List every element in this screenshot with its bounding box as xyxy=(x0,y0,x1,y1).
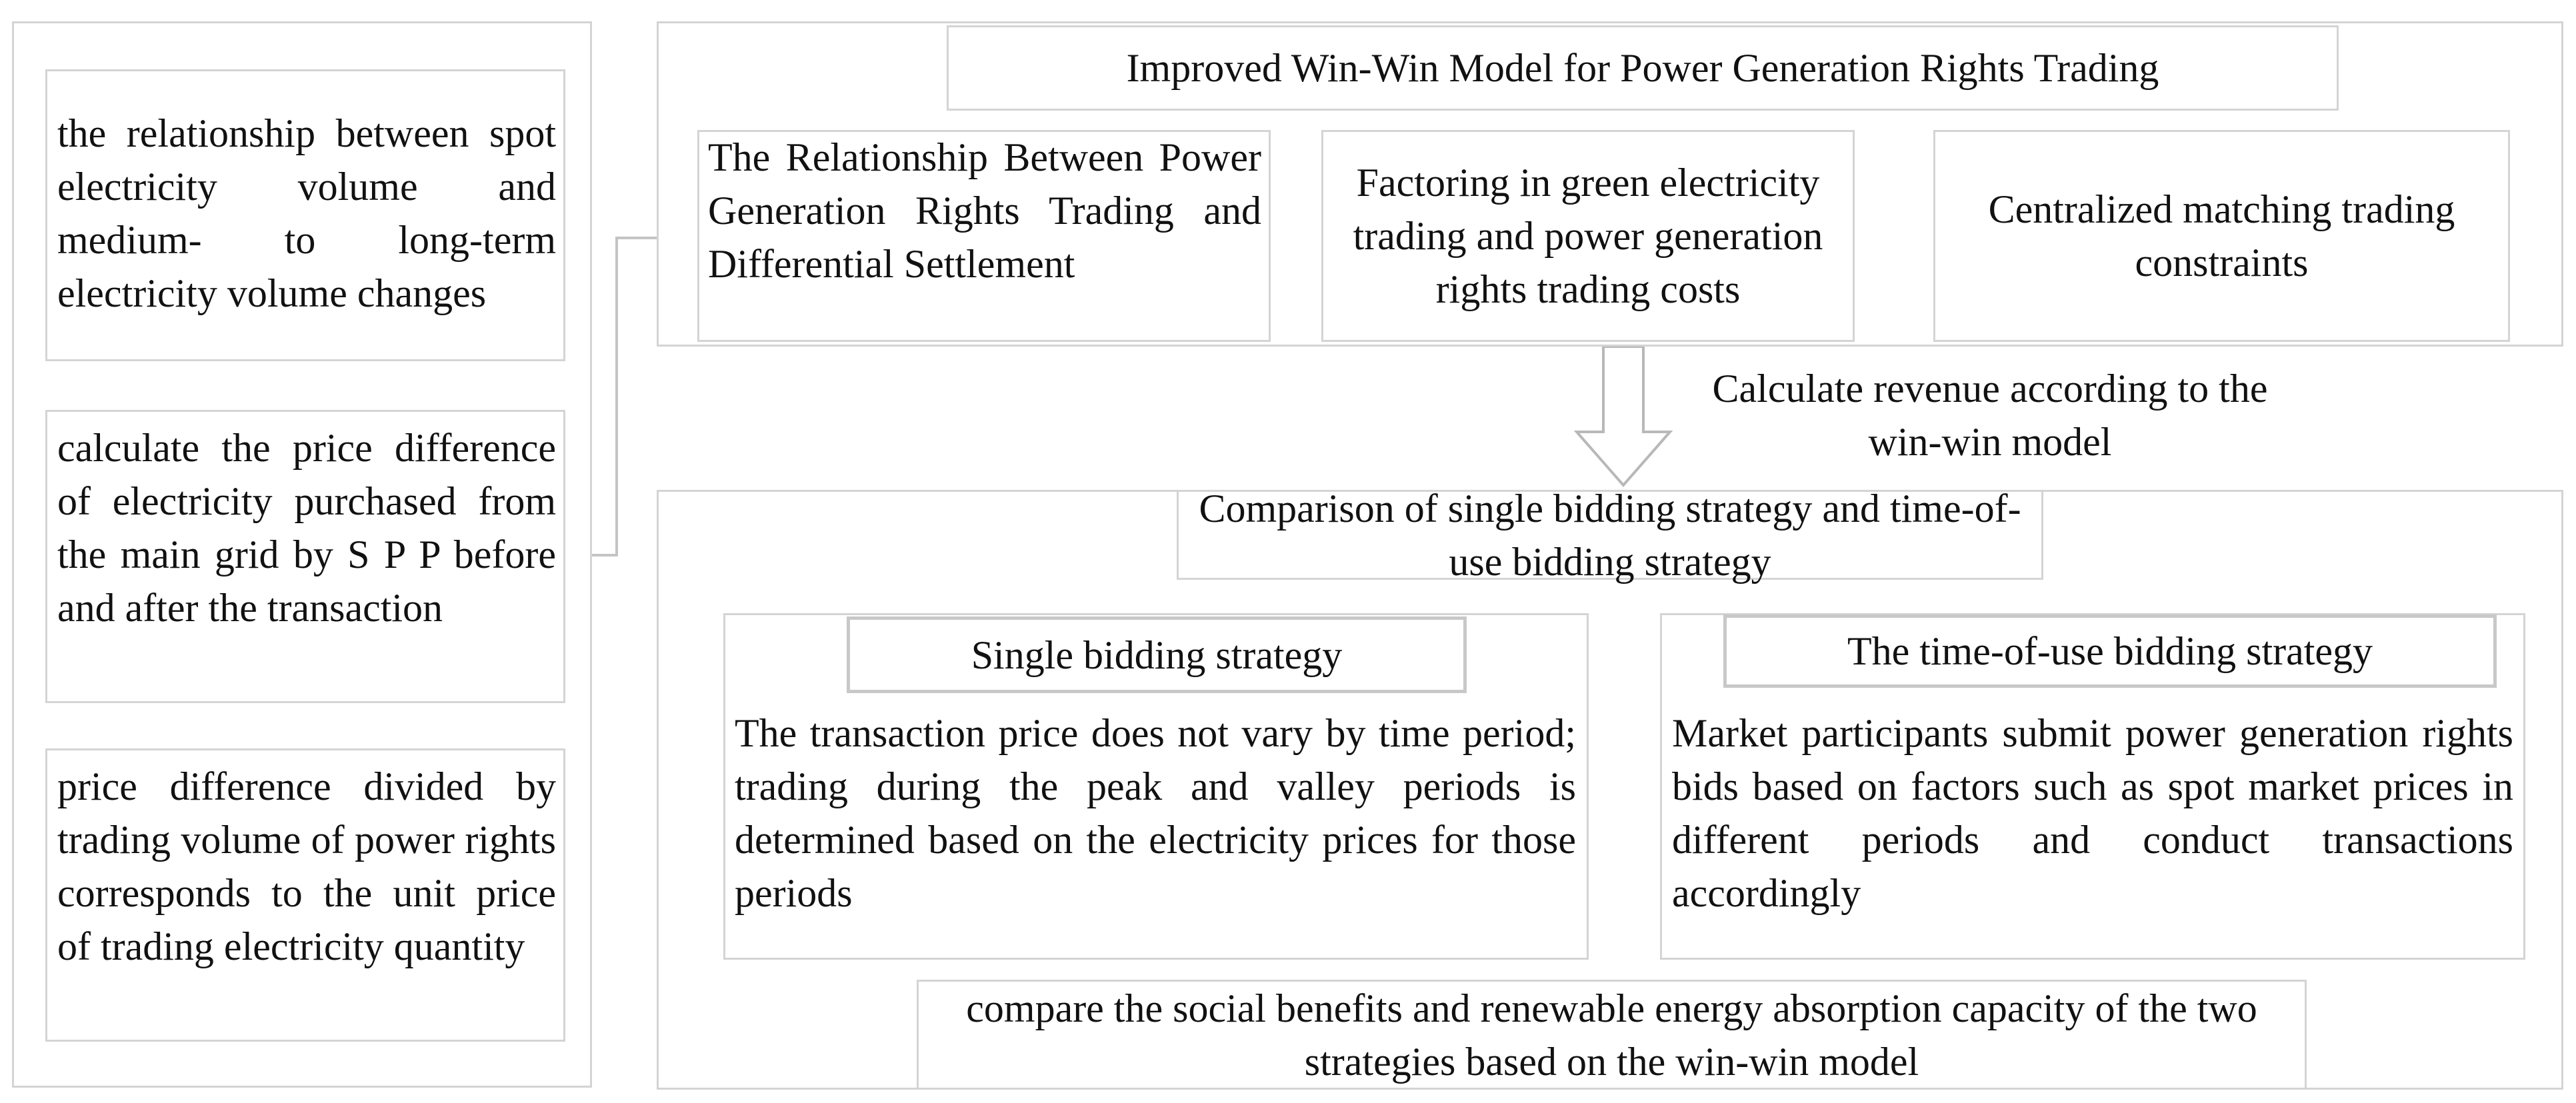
comparison-title-box: Comparison of single bidding strategy an… xyxy=(1177,487,2043,584)
left-box-relationship xyxy=(45,69,565,361)
compare-benefits-box: compare the social benefits and renewabl… xyxy=(917,980,2307,1090)
compare-benefits-text: compare the social benefits and renewabl… xyxy=(966,986,2257,1084)
win-win-model-title: Improved Win-Win Model for Power Generat… xyxy=(1126,46,2159,90)
centralized-matching-box: Centralized matching trading constraints xyxy=(1933,130,2510,342)
time-of-use-title-box: The time-of-use bidding strategy xyxy=(1723,614,2497,688)
single-bidding-title: Single bidding strategy xyxy=(971,632,1343,677)
centralized-matching-text: Centralized matching trading constraints xyxy=(1988,187,2455,285)
single-bidding-description: The transaction price does not vary by t… xyxy=(735,711,1576,915)
single-bidding-title-box: Single bidding strategy xyxy=(847,616,1467,693)
left-box-unit-price-text: price difference divided by trading volu… xyxy=(57,764,556,968)
relationship-differential-text: The Relationship Between Power Generatio… xyxy=(708,135,1261,286)
left-box-relationship-text: the relationship between spot electricit… xyxy=(57,111,556,315)
down-arrow-icon xyxy=(1573,345,1673,488)
win-win-model-title-box: Improved Win-Win Model for Power Generat… xyxy=(947,25,2339,111)
relationship-differential-box xyxy=(697,130,1271,342)
calculate-revenue-label: Calculate revenue according to the win-w… xyxy=(1712,367,2268,464)
left-box-price-difference xyxy=(45,410,565,703)
comparison-title: Comparison of single bidding strategy an… xyxy=(1199,486,2021,584)
factoring-green-text: Factoring in green electricity trading a… xyxy=(1353,161,1823,311)
time-of-use-title: The time-of-use bidding strategy xyxy=(1847,629,2373,673)
left-box-unit-price xyxy=(45,748,565,1042)
time-of-use-description: Market participants submit power generat… xyxy=(1672,711,2513,915)
elbow-connector xyxy=(592,237,693,556)
left-box-price-difference-text: calculate the price difference of electr… xyxy=(57,426,556,630)
factoring-green-box: Factoring in green electricity trading a… xyxy=(1321,130,1855,342)
